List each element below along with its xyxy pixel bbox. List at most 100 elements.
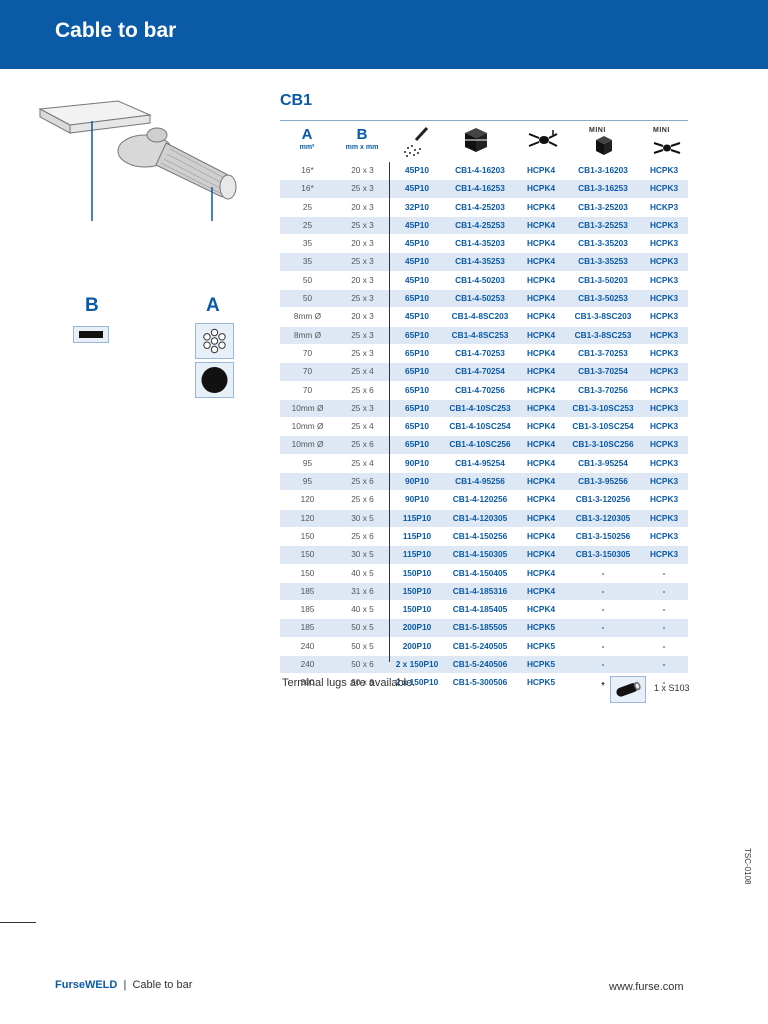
mini-handle-clamp-cell: HCPK3 [640,399,688,418]
cartridge-cell: 200P10 [390,618,444,638]
mould-cell: CB1-4-120305 [444,509,516,528]
handle-clamp-cell: HCPK4 [526,384,556,395]
cartridge-cell: 65P10 [405,384,429,395]
cable-size-cell: 240 [280,655,335,674]
footer-rule [0,922,36,923]
mini-label: MINI [589,127,606,134]
mini-mould-cell: CB1-3-150256 [575,530,631,541]
section-title: CB1 [280,92,313,109]
handle-clamp-cell: HCPK5 [526,677,556,688]
mini-mould-cell: - [601,640,605,651]
bar-size-cell: 25 x 6 [351,530,374,541]
mould-cell: CB1-4-25253 [444,216,516,235]
page-title: Cable to bar [55,19,177,42]
handle-clamp-cell: HCPK5 [516,618,566,638]
mini-mould-cell: CB1-3-35253 [566,252,640,272]
handle-clamp-cell: HCPK4 [516,472,566,491]
cartridge-cell: 115P10 [402,530,432,541]
cartridge-cell: 65P10 [390,362,444,382]
solid-conductor-symbol-icon [195,362,234,398]
mini-handle-clamp-cell: - [662,567,666,578]
cable-size-cell: 10mm Ø [280,435,335,455]
mini-handle-clamp-cell: HCPK3 [640,362,688,382]
handle-clamp-cell: HCPK4 [526,494,556,505]
bar-size-cell: 20 x 3 [351,165,374,175]
bar-size-cell: 20 x 3 [351,238,374,249]
bar-size-cell: 25 x 3 [335,326,390,345]
cable-size-cell: 8mm Ø [293,311,322,322]
cartridge-cell: 45P10 [405,165,429,175]
mini-handle-clamp-cell: HCPK3 [640,472,688,491]
mould-cell: CB1-4-10SC256 [444,435,516,455]
cartridge-cell: 65P10 [405,347,429,358]
cartridge-cell: 65P10 [390,289,444,308]
bar-size-cell: 25 x 3 [335,399,390,418]
handle-clamp-cell: HCPK4 [526,421,556,432]
mini-mould-cell: CB1-3-16203 [578,165,628,175]
cable-size-cell: 150 [300,530,315,541]
mould-cell: CB1-4-25203 [455,201,505,212]
mini-mould-cell: CB1-3-70256 [578,384,628,395]
mould-icon [465,128,487,152]
mini-mould-cell: - [601,567,605,578]
cable-size-cell: 185 [280,618,335,638]
handle-clamp-cell: HCPK4 [526,457,556,468]
cartridge-cell: 45P10 [390,179,444,199]
cable-size-cell: 16* [280,179,335,199]
handle-clamp-cell: HCPK4 [526,165,556,175]
mini-mould-cell: CB1-3-50253 [566,289,640,308]
bar-size-cell: 50 x 6 [351,677,374,688]
mini-mould-cell: CB1-3-150305 [566,545,640,565]
cable-size-cell: 35 [302,238,313,249]
handle-clamp-cell: HCPK4 [516,216,566,235]
cable-size-cell: 70 [302,347,313,358]
brand-name: FurseWELD [55,979,118,991]
cartridge-cell: 115P10 [390,509,444,528]
handle-clamp-cell: HCPK4 [526,274,556,285]
handle-clamp-cell: HCPK4 [526,238,556,249]
mini-mould-cell: - [566,655,640,674]
mini-mould-cell: CB1-3-25253 [566,216,640,235]
handle-clamp-cell: HCPK4 [516,289,566,308]
bar-size-cell: 25 x 4 [335,362,390,382]
footer-url[interactable]: www.furse.com [609,981,684,993]
terminal-lugs-note: Terminal lugs are available. [282,677,416,689]
mould-cell: CB1-4-10SC253 [444,399,516,418]
handle-clamp-cell: HCPK4 [526,530,556,541]
mini-mould-cell: CB1-3-70253 [578,347,628,358]
cartridge-cell: 90P10 [405,494,429,505]
mini-handle-clamp-cell: HCPK3 [640,179,688,199]
mould-cell: CB1-4-95256 [444,472,516,491]
terminal-lug-icon [610,676,646,703]
mini-handle-clamp-cell: HCPK3 [649,494,679,505]
handle-clamp-cell: HCPK5 [516,655,566,674]
mould-cell: CB1-4-16253 [444,179,516,199]
mini-mould-cell: CB1-3-50203 [578,274,628,285]
mini-mould-cell: CB1-3-16253 [566,179,640,199]
bar-size-cell: 25 x 6 [351,384,374,395]
mini-handle-clamp-cell: - [662,640,666,651]
flat-bar-symbol-icon [73,326,109,343]
cable-size-cell: 25 [302,201,313,212]
mould-cell: CB1-5-185505 [444,618,516,638]
mini-handle-clamp-cell: HCPK3 [649,384,679,395]
handle-clamp-cell: HCPK4 [516,252,566,272]
bar-size-cell: 25 x 3 [335,252,390,272]
mini-handle-clamp-cell: HCPK3 [649,457,679,468]
handle-clamp-cell: HCPK4 [516,545,566,565]
mini-label: MINI [653,127,670,134]
mould-cell: CB1-4-70256 [455,384,505,395]
mould-cell: CB1-4-70253 [455,347,505,358]
column-header-b: B mm x mm [345,126,379,151]
mould-cell: CB1-4-10SC254 [449,421,511,432]
